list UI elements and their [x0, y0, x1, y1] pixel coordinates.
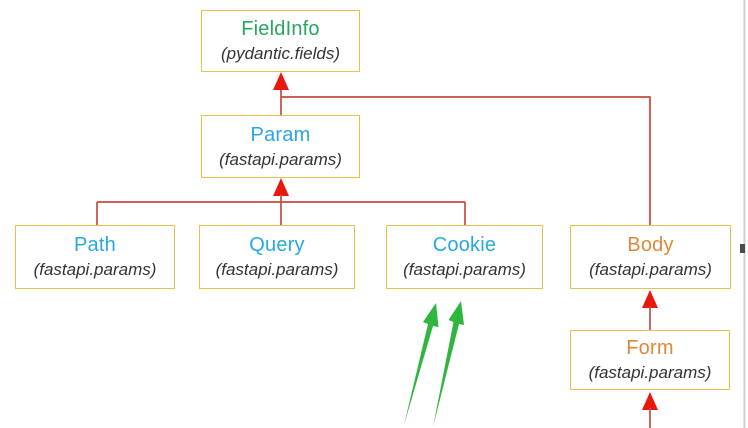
edge-body-fieldinfo [281, 96, 651, 225]
node-query: Query (fastapi.params) [199, 225, 355, 289]
node-query-subtitle: (fastapi.params) [215, 260, 339, 280]
node-body-title: Body [627, 234, 674, 257]
node-cookie: Cookie (fastapi.params) [386, 225, 543, 289]
node-path-subtitle: (fastapi.params) [33, 260, 157, 280]
node-form-title: Form [626, 337, 674, 360]
node-cookie-subtitle: (fastapi.params) [403, 260, 526, 280]
arrowhead-form [642, 392, 658, 410]
arrowhead-body [642, 290, 658, 308]
node-param-subtitle: (fastapi.params) [219, 149, 342, 169]
node-path: Path (fastapi.params) [15, 225, 175, 289]
node-param-title: Param [250, 123, 311, 146]
edge-artifact-mark [740, 244, 745, 253]
node-body-subtitle: (fastapi.params) [589, 260, 712, 280]
node-cookie-title: Cookie [432, 234, 497, 257]
node-body: Body (fastapi.params) [570, 225, 731, 289]
green-highlight-arrow-right [433, 301, 464, 427]
green-highlight-arrow-left [404, 303, 439, 425]
node-param: Param (fastapi.params) [201, 115, 360, 178]
node-fieldinfo-title: FieldInfo [241, 18, 320, 41]
node-form-subtitle: (fastapi.params) [588, 363, 712, 383]
arrowhead-fieldinfo [273, 72, 289, 90]
node-path-title: Path [74, 234, 116, 257]
node-fieldinfo-subtitle: (pydantic.fields) [220, 44, 341, 64]
arrowhead-param [273, 178, 289, 196]
node-query-title: Query [249, 234, 305, 257]
node-form: Form (fastapi.params) [570, 330, 730, 390]
node-fieldinfo: FieldInfo (pydantic.fields) [201, 10, 360, 72]
